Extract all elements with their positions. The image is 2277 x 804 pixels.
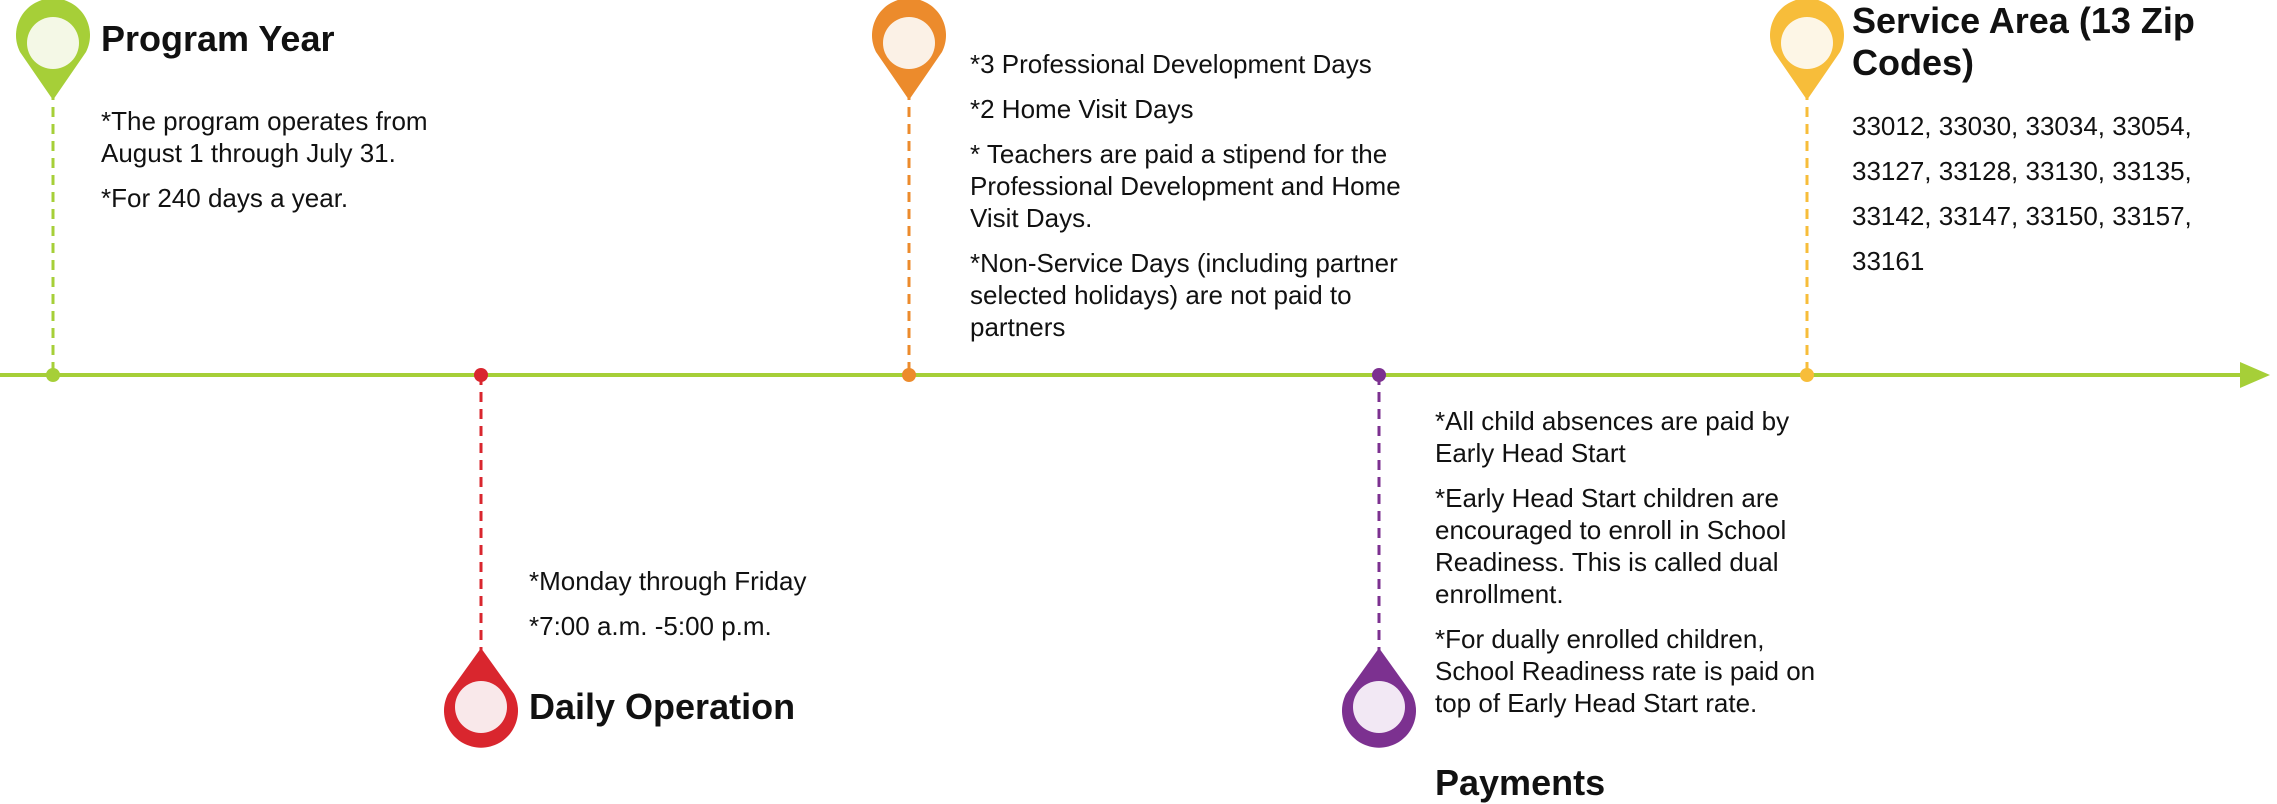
payments-marker: [1342, 368, 1416, 748]
timeline-arrowhead: [2240, 362, 2270, 388]
payments-line: *All child absences are paid by Early He…: [1435, 406, 1790, 468]
service-days-line: * Teachers are paid a stipend for the Pr…: [970, 139, 1401, 233]
service-days-line: *3 Professional Development Days: [970, 49, 1372, 79]
service-days-line: *Non-Service Days (including partner sel…: [970, 248, 1398, 342]
payments-text: *All child absences are paid by Early He…: [1435, 405, 1835, 732]
service-days-text: *3 Professional Development Days *2 Home…: [970, 48, 1420, 356]
daily-operation-marker: [444, 368, 518, 748]
service-area-title: Service Area (13 Zip Codes): [1852, 0, 2195, 83]
service-area-zip-list: 33012, 33030, 33034, 33054, 33127, 33128…: [1852, 111, 2192, 276]
payments-title: Payments: [1435, 762, 1606, 803]
program-year-line: *For 240 days a year.: [101, 183, 349, 213]
program-year-line: *The program operates from August 1 thro…: [101, 106, 428, 168]
service-area-marker: [1770, 0, 1844, 382]
payments-line: *Early Head Start children are encourage…: [1435, 483, 1787, 609]
daily-operation-line: *7:00 a.m. -5:00 p.m.: [529, 611, 772, 641]
service-days-line: *2 Home Visit Days: [970, 94, 1194, 124]
daily-operation-title: Daily Operation: [529, 686, 796, 727]
program-year-title: Program Year: [101, 18, 335, 59]
daily-operation-line: *Monday through Friday: [529, 566, 807, 596]
payments-line: *For dually enrolled children, School Re…: [1435, 624, 1816, 718]
program-year-text: *The program operates from August 1 thro…: [101, 105, 481, 227]
program-year-marker: [16, 0, 90, 382]
service-days-marker: [872, 0, 946, 382]
daily-operation-text: *Monday through Friday *7:00 a.m. -5:00 …: [529, 565, 889, 655]
